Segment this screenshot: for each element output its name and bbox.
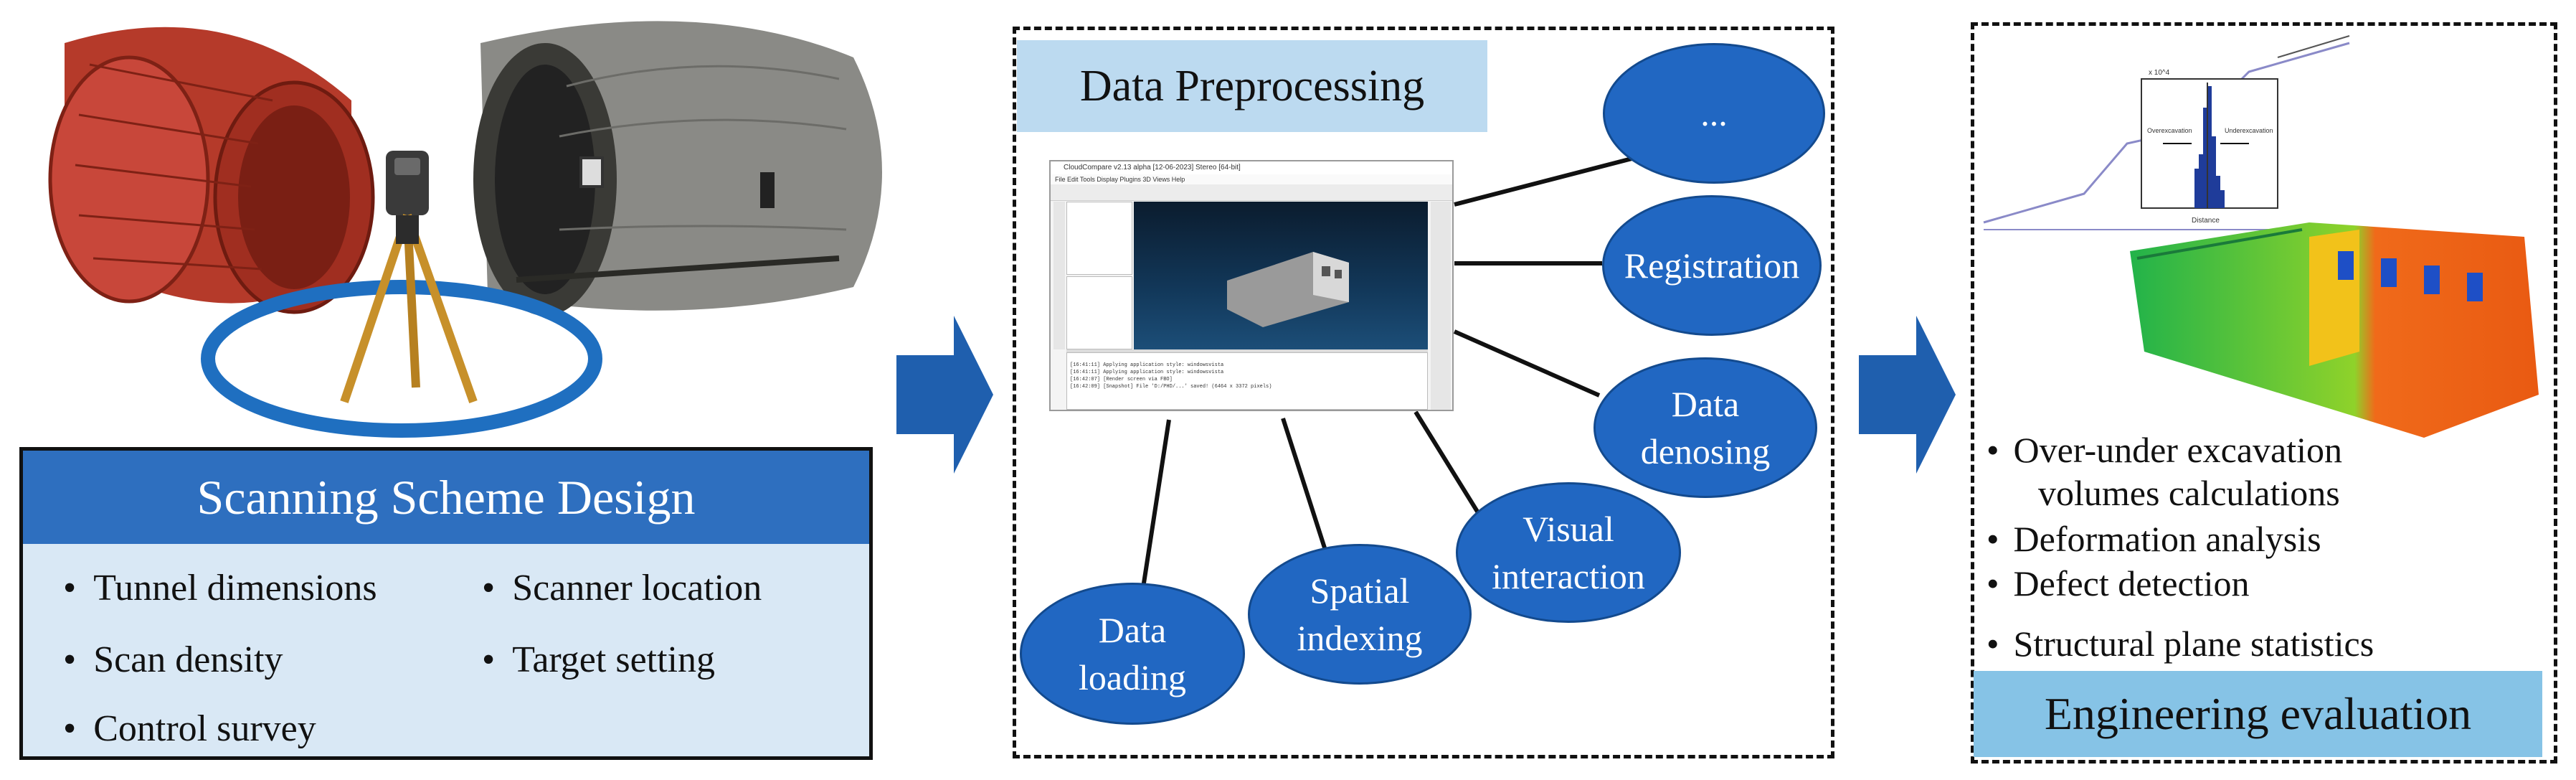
chart-exp-label: x 10^4 <box>2149 69 2170 77</box>
red-tunnel-segment <box>48 27 375 314</box>
console-line: [16:42:09] [Snapshot] File 'D:/PHD/...' … <box>1070 384 1272 390</box>
node-loading-label-1: Data <box>1098 610 1167 650</box>
preprocessing-frame <box>1013 27 1834 758</box>
connector-lines <box>1140 154 1641 598</box>
tunnel-scan-illustration <box>48 21 882 438</box>
node-data-loading: Data loading <box>1020 583 1245 725</box>
screenshot-title: CloudCompare v2.13 alpha [12-06-2023] St… <box>1051 161 1452 174</box>
arrow-right-icon <box>896 316 993 474</box>
arrow-right-icon <box>1859 316 1956 474</box>
preprocessing-title: Data Preprocessing <box>1017 40 1487 132</box>
evaluation-frame <box>1971 22 2557 763</box>
scanning-scheme-panel: Scanning Scheme Design Tunnel dimensions… <box>19 447 873 760</box>
bullet-scan-density: Scan density <box>63 639 283 681</box>
node-denoising-label-1: Data <box>1671 384 1740 424</box>
node-data-denoising: Data denosing <box>1594 357 1817 498</box>
bullet-volumes-calculations: volumes calculations <box>2038 473 2340 513</box>
excavation-chart-image: x 10^4 Overexcavation Underexcavation Di… <box>1976 29 2364 237</box>
node-visual-interaction: Visual interaction <box>1456 482 1681 623</box>
point-cloud-icon <box>1227 252 1349 327</box>
screenshot-db-tree <box>1066 202 1132 275</box>
chart-x-label: Distance <box>2192 217 2220 225</box>
node-spatial-indexing: Spatial indexing <box>1248 544 1472 685</box>
bullet-scanner-location: Scanner location <box>482 567 762 609</box>
node-more: ... <box>1603 43 1825 184</box>
bullet-control-survey: Control survey <box>63 708 316 750</box>
screenshot-3d-view <box>1134 202 1428 349</box>
node-visual-label-2: interaction <box>1492 556 1645 596</box>
bullet-defect-detection: Defect detection <box>1987 563 2250 604</box>
node-more-label: ... <box>1700 93 1728 133</box>
node-spatial-label-1: Spatial <box>1310 570 1410 611</box>
scan-range-ring <box>201 280 602 438</box>
histogram-bars <box>2194 86 2225 208</box>
bullet-structural-plane: Structural plane statistics <box>1987 623 2374 664</box>
node-registration-label: Registration <box>1624 245 1800 286</box>
console-line: [16:41:11] Applying application style: w… <box>1070 370 1224 375</box>
node-registration: Registration <box>1602 195 1822 336</box>
screenshot-menu: File Edit Tools Display Plugins 3D Views… <box>1051 174 1452 184</box>
bullet-tunnel-dimensions: Tunnel dimensions <box>63 567 377 609</box>
cloudcompare-screenshot: CloudCompare v2.13 alpha [12-06-2023] St… <box>1049 160 1454 411</box>
bullet-target-setting: Target setting <box>482 639 715 681</box>
console-line: [16:42:07] [Render screen via FBO] <box>1070 377 1173 382</box>
screenshot-side-toolbar <box>1053 202 1065 349</box>
chart-over-label: Overexcavation <box>2147 127 2192 134</box>
chart-under-label: Underexcavation <box>2225 127 2273 134</box>
engineering-evaluation-title: Engineering evaluation <box>1974 671 2542 757</box>
laser-scanner-icon <box>340 151 478 404</box>
screenshot-console: [16:41:11] Applying application style: w… <box>1066 352 1428 410</box>
screenshot-properties <box>1066 276 1132 349</box>
node-visual-label-1: Visual <box>1523 509 1614 549</box>
node-loading-label-2: loading <box>1079 657 1186 697</box>
concrete-tunnel-segment <box>473 21 882 316</box>
screenshot-right-toolbar <box>1431 202 1451 410</box>
bullet-over-under-excavation: Over-under excavation <box>1987 429 2343 471</box>
console-line: [16:41:11] Applying application style: w… <box>1070 362 1224 368</box>
node-spatial-label-2: indexing <box>1297 618 1423 658</box>
deformation-pointcloud-image <box>2130 222 2539 438</box>
node-denoising-label-2: denosing <box>1640 431 1771 471</box>
screenshot-toolbar <box>1051 184 1452 201</box>
scanning-scheme-title: Scanning Scheme Design <box>23 451 869 544</box>
bullet-deformation-analysis: Deformation analysis <box>1987 518 2321 560</box>
